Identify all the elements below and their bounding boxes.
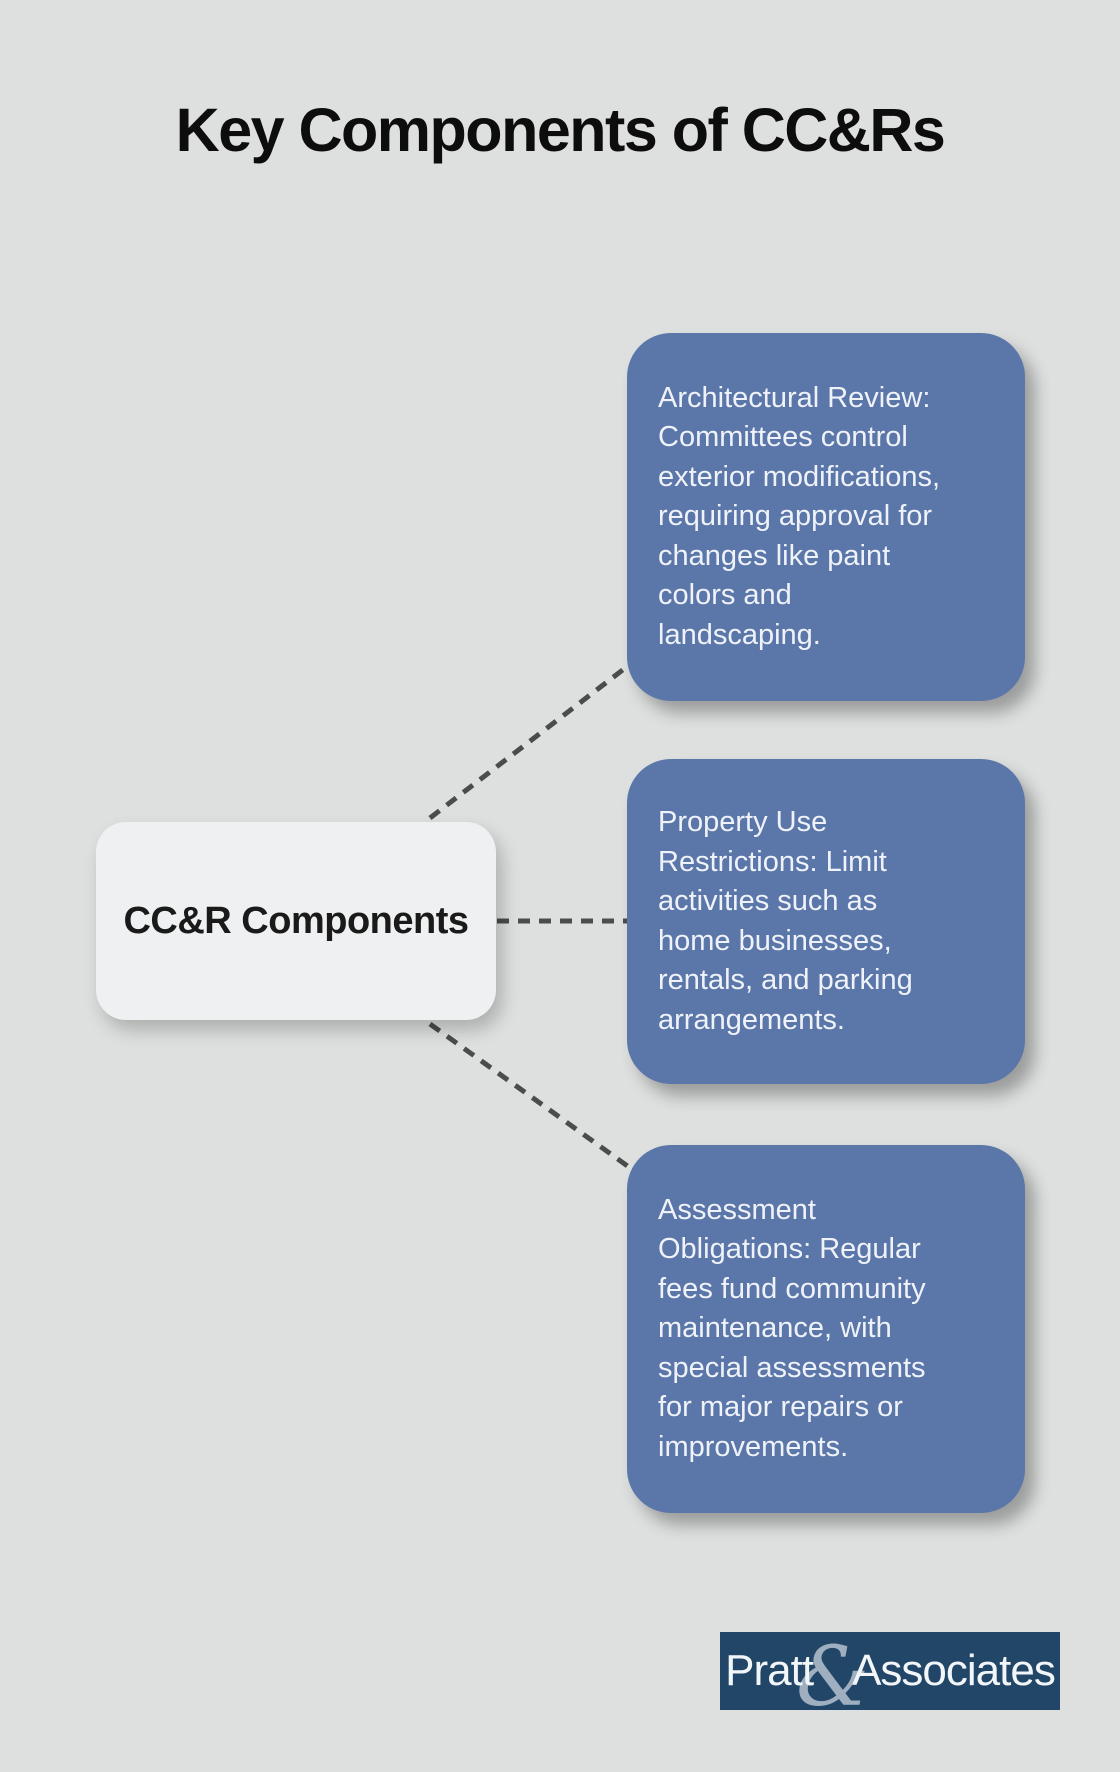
logo-name-left: Pratt	[725, 1646, 814, 1695]
branch-text: Architectural Review: Committees control…	[658, 381, 941, 651]
logo-pratt-associates: Pratt & Associates	[720, 1632, 1060, 1719]
logo-name-right: Associates	[852, 1646, 1056, 1695]
branch-text: Assessment Obligations: Regular fees fun…	[658, 1193, 926, 1463]
connector-line-bottom	[428, 1021, 635, 1173]
branch-text: Property Use Restrictions: Limit activit…	[658, 806, 913, 1036]
branch-assessment-obligations: Assessment Obligations: Regular fees fun…	[627, 1145, 1025, 1513]
center-node: CC&R Components	[96, 822, 496, 1020]
connector-line-top	[428, 660, 635, 820]
page-title: Key Components of CC&Rs	[175, 96, 946, 164]
branch-property-use-restrictions: Property Use Restrictions: Limit activit…	[627, 759, 1025, 1084]
branch-architectural-review: Architectural Review: Committees control…	[627, 333, 1025, 701]
center-node-label: CC&R Components	[123, 899, 469, 942]
